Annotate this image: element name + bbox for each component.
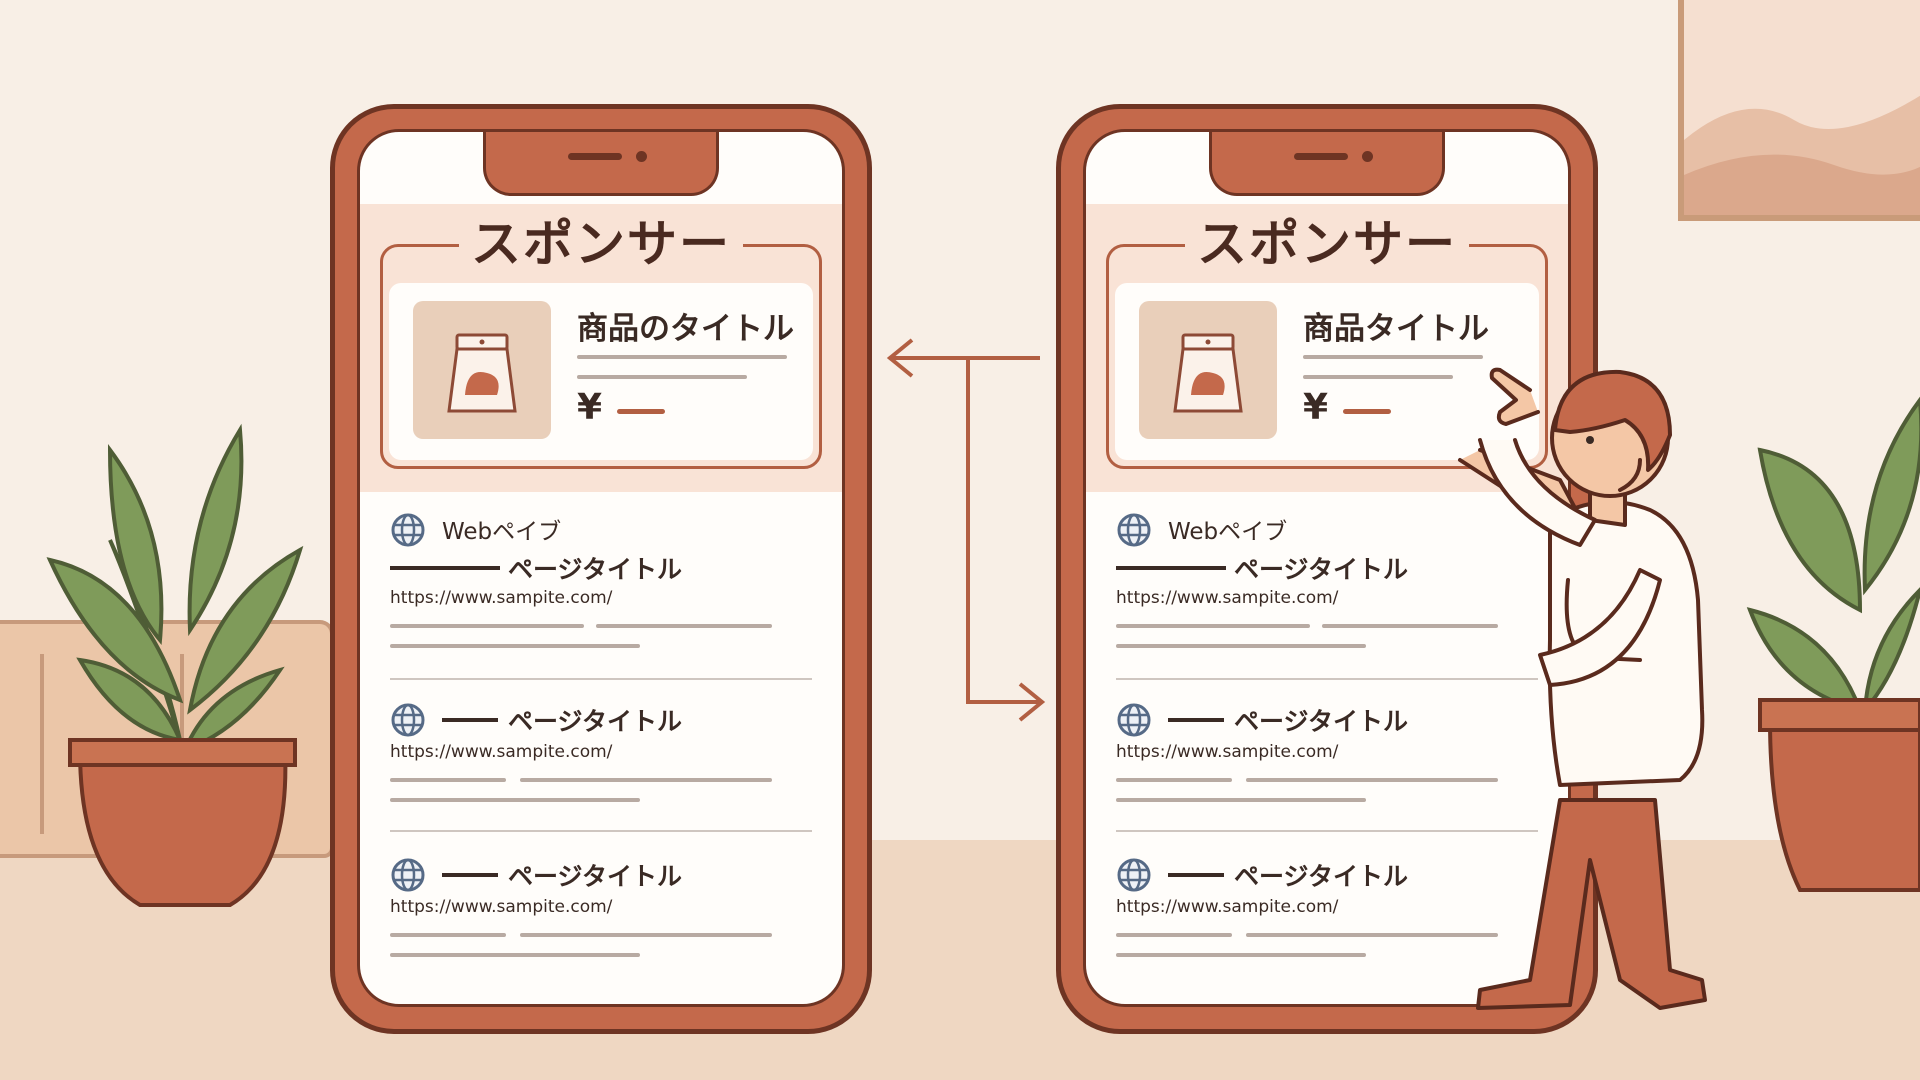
result-url[interactable]: https://www.sampite.com/ [1116, 742, 1339, 762]
ad-price-placeholder [1343, 409, 1391, 414]
ad-product-title[interactable]: 商品タイトル [1303, 311, 1489, 347]
result-site-name: Webペイブ [1168, 519, 1288, 545]
smartphone-right: 商品タイトル ¥ スポンサー Webペイブ ページタイトル [1056, 104, 1598, 1034]
sponsored-ad-card[interactable]: 商品タイトル ¥ [1106, 244, 1548, 469]
phone-screen: 商品のタイトル ¥ スポンサー Webペイブ ページタイトル [357, 129, 845, 1007]
globe-icon [391, 858, 425, 892]
smartphone-left: 商品のタイトル ¥ スポンサー Webペイブ ページタイトル [330, 104, 872, 1034]
globe-icon [1117, 858, 1151, 892]
globe-icon [1117, 513, 1151, 547]
smartphone-notch [483, 132, 719, 196]
smartphone-notch [1209, 132, 1445, 196]
phone-screen: 商品タイトル ¥ スポンサー Webペイブ ページタイトル [1083, 129, 1571, 1007]
result-title[interactable]: ページタイトル [1234, 862, 1409, 891]
wall-picture-frame [1678, 0, 1920, 221]
sponsor-label: スポンサー [1086, 204, 1568, 276]
result-url[interactable]: https://www.sampite.com/ [390, 588, 613, 608]
result-url[interactable]: https://www.sampite.com/ [1116, 897, 1339, 917]
potted-plant-left [46, 423, 304, 907]
globe-icon [391, 703, 425, 737]
product-thumbnail[interactable] [1139, 301, 1277, 439]
ad-product-title[interactable]: 商品のタイトル [577, 311, 794, 347]
person-thinking [1458, 367, 1707, 1010]
result-title[interactable]: ページタイトル [508, 555, 683, 584]
result-title[interactable]: ページタイトル [1234, 707, 1409, 736]
ad-price: ¥ [1303, 387, 1329, 428]
result-url[interactable]: https://www.sampite.com/ [390, 742, 613, 762]
result-url[interactable]: https://www.sampite.com/ [1116, 588, 1339, 608]
result-title[interactable]: ページタイトル [508, 707, 683, 736]
result-title[interactable]: ページタイトル [508, 862, 683, 891]
ad-price: ¥ [577, 387, 603, 428]
result-site-name: Webペイブ [442, 519, 562, 545]
sponsored-section: 商品のタイトル ¥ スポンサー [360, 204, 842, 492]
sponsored-ad-card[interactable]: 商品のタイトル ¥ [380, 244, 822, 469]
product-bag-icon [447, 333, 517, 413]
product-bag-icon [1173, 333, 1243, 413]
sponsored-section: 商品タイトル ¥ スポンサー [1086, 204, 1568, 492]
cabinet-panel-line [40, 654, 44, 834]
arrow-left-icon [886, 338, 914, 378]
potted-plant-right [1746, 396, 1920, 892]
ad-price-placeholder [617, 409, 665, 414]
arrow-right-icon [1018, 682, 1046, 722]
product-thumbnail[interactable] [413, 301, 551, 439]
wall-picture-art [1684, 95, 1920, 215]
result-url[interactable]: https://www.sampite.com/ [390, 897, 613, 917]
result-title[interactable]: ページタイトル [1234, 555, 1409, 584]
globe-icon [1117, 703, 1151, 737]
globe-icon [391, 513, 425, 547]
sponsor-label: スポンサー [360, 204, 842, 276]
